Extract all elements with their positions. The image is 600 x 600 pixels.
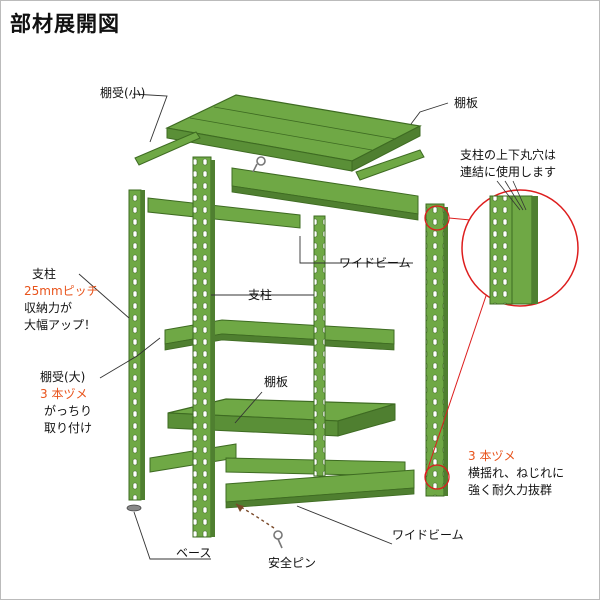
leader-lines	[78, 93, 449, 560]
label-post-hole-line1: 支柱の上下丸穴は	[460, 148, 557, 162]
label-shelf-board-top: 棚板	[454, 96, 479, 110]
label-post-center: 支柱	[248, 288, 273, 302]
label-wide-beam-upper: ワイドビーム	[339, 256, 411, 270]
label-post-left-line3: 収納力が	[24, 301, 73, 315]
post-right-front	[425, 203, 448, 497]
lower-wide-beam	[225, 469, 415, 509]
post-front-left	[192, 156, 215, 538]
upper-wide-beam	[231, 167, 419, 221]
safety-pin-top	[252, 156, 266, 173]
base-foot	[126, 504, 142, 512]
label-post-left-line4: 大幅アップ！	[24, 318, 97, 332]
left-upper-support	[147, 197, 301, 229]
label-claw-line1: 3 本ヅメ	[468, 449, 516, 463]
small-shelf-support-left	[134, 131, 201, 166]
page-title: 部材展開図	[10, 12, 120, 36]
detail-callout	[424, 180, 579, 490]
label-base: ベース	[176, 546, 212, 560]
middle-shelf-board	[164, 319, 395, 351]
label-shelf-support-large-line4: 取り付け	[44, 421, 93, 435]
label-shelf-board-mid: 棚板	[264, 375, 289, 389]
safety-pin-bottom	[273, 530, 283, 549]
label-post-left-line2: 25mmピッチ	[24, 284, 99, 298]
label-shelf-support-large-line2: 3 本ヅメ	[40, 387, 88, 401]
label-shelf-support-large-line1: 棚受(大)	[40, 370, 86, 384]
label-wide-beam-lower: ワイドビーム	[392, 528, 464, 542]
label-post-left-line1: 支柱	[32, 267, 57, 281]
bottom-shelf-support	[149, 443, 406, 477]
post-left-back	[128, 189, 145, 501]
label-post-hole-line2: 連結に使用します	[460, 165, 557, 179]
label-shelf-support-small: 棚受(小)	[100, 86, 146, 100]
label-claw-line2: 横揺れ、ねじれに	[468, 466, 565, 480]
post-middle-back	[313, 215, 326, 477]
small-shelf-support-right	[355, 149, 425, 181]
label-safety-pin: 安全ピン	[268, 556, 317, 570]
label-shelf-support-large-line3: がっちり	[44, 404, 93, 418]
label-claw-line3: 強く耐久力抜群	[468, 483, 553, 497]
top-shelf-board	[165, 94, 422, 172]
